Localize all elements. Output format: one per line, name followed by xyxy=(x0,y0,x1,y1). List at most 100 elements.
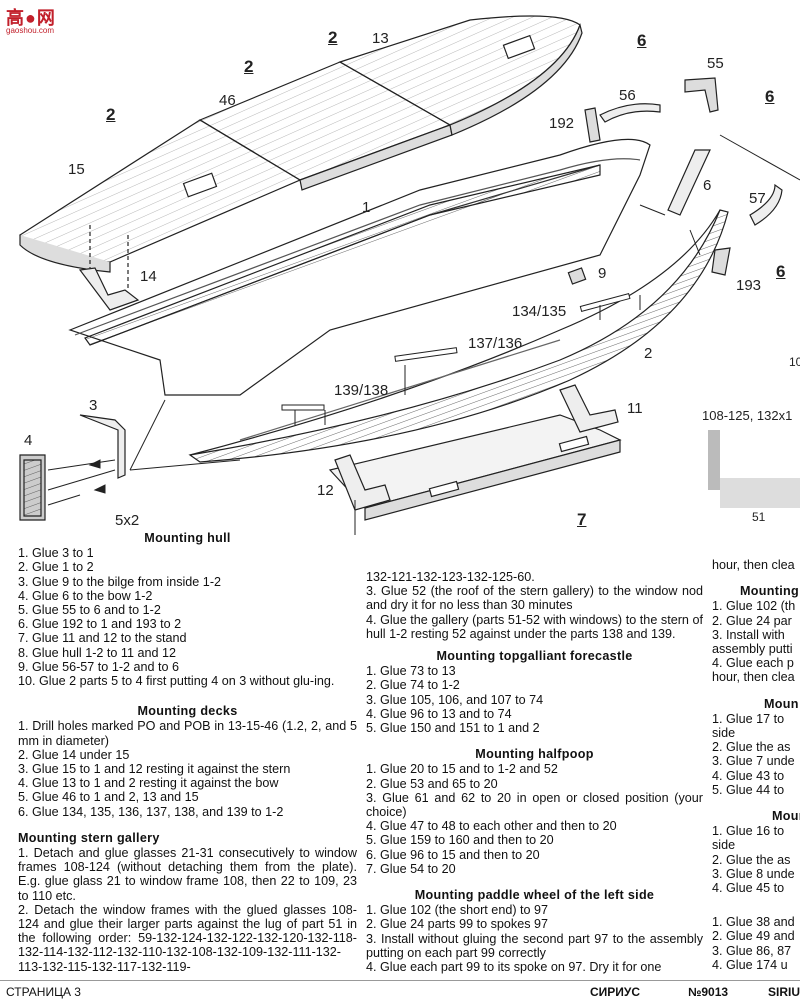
step: 5. Glue 55 to 6 and to 1-2 xyxy=(18,603,161,618)
step: 1. Glue 102 (the short end) to 97 xyxy=(366,903,549,918)
step: 6. Glue 192 to 1 and 193 to 2 xyxy=(18,617,182,632)
section-title-halfpoop: Mounting halfpoop xyxy=(475,747,594,762)
step: 2. Glue 53 and 65 to 20 xyxy=(366,776,498,791)
line: hour, then clea xyxy=(712,670,795,685)
line: 5. Glue 44 to xyxy=(712,782,785,797)
instructions-column-1: Mounting hull 1. Glue 3 to 1 2. Glue 1 t… xyxy=(18,531,357,974)
instructions-column-3: hour, then clea Mounting 1. Glue 102 (th… xyxy=(712,558,800,972)
label-part-12: 12 xyxy=(317,482,334,499)
label-part-193: 193 xyxy=(736,277,762,294)
step: 9. Glue 56-57 to 1-2 and to 6 xyxy=(18,659,180,674)
step: 6. Glue 96 to 15 and then to 20 xyxy=(366,847,540,862)
label-part-139-138: 139/138 xyxy=(334,382,389,399)
support-11 xyxy=(559,384,619,433)
model-name: SIRIU xyxy=(768,985,800,999)
label-part-7: 7 xyxy=(577,510,587,529)
line: hour, then clea xyxy=(712,558,795,572)
line: 3. Glue 7 unde xyxy=(712,754,795,769)
line: 3. Glue 8 unde xyxy=(712,866,795,881)
part-192 xyxy=(584,107,601,143)
label-part-11: 11 xyxy=(627,400,643,417)
section-title-topgalliant: Mounting topgalliant forecastle xyxy=(436,649,633,664)
step: 4. Glue 6 to the bow 1-2 xyxy=(18,588,153,603)
stern-steps-continued: 132-121-132-123-132-125-60. 3. Glue 52 (… xyxy=(366,570,703,641)
section-title-cropped: Moun xyxy=(764,696,799,711)
step: 3. Glue 61 and 62 to 20 in open or close… xyxy=(366,790,703,820)
line: 2. Glue 24 par xyxy=(712,613,792,628)
step: 5. Glue 159 to 160 and then to 20 xyxy=(366,833,554,848)
step: 2. Glue 1 to 2 xyxy=(18,560,94,575)
decks-steps: 1. Drill holes marked PO and POB in 13-1… xyxy=(18,719,357,818)
watermark-url: gaoshou.com xyxy=(6,26,55,35)
step: 7. Glue 54 to 20 xyxy=(366,861,456,876)
section-title-cropped: Mounting xyxy=(740,584,800,599)
line: 2. Glue the as xyxy=(712,852,791,867)
line: assembly putti xyxy=(712,642,793,657)
paddle-steps: 1. Glue 102 (the short end) to 97 2. Glu… xyxy=(366,903,703,974)
step: 10. Glue 2 parts 5 to 4 first putting 4 … xyxy=(18,674,335,689)
label-part-134-135: 134/135 xyxy=(512,303,567,320)
part-55 xyxy=(684,77,719,113)
step: 2. Glue 74 to 1-2 xyxy=(366,678,460,693)
part-4 xyxy=(19,454,46,521)
step: 3. Install without gluing the second par… xyxy=(366,931,703,960)
topgalliant-steps: 1. Glue 73 to 13 2. Glue 74 to 1-2 3. Gl… xyxy=(366,664,703,735)
label-part-55: 55 xyxy=(707,55,724,72)
section-title-hull: Mounting hull xyxy=(144,531,231,545)
step: 4. Glue 13 to 1 and 2 resting it against… xyxy=(18,776,279,791)
step: 1. Glue 73 to 13 xyxy=(366,664,456,679)
line: 1. Glue 38 and xyxy=(712,915,795,930)
label-part-2: 2 xyxy=(244,57,254,76)
label-part-14: 14 xyxy=(140,268,157,285)
part-193 xyxy=(711,247,731,276)
brand-name: СИРИУС xyxy=(590,985,641,999)
label-part-5x2: 5x2 xyxy=(115,512,140,529)
step: 7. Glue 11 and 12 to the stand xyxy=(18,631,187,646)
step: 4. Glue each part 99 to its spoke on 97.… xyxy=(366,960,662,975)
step: 8. Glue hull 1-2 to 11 and 12 xyxy=(18,645,176,660)
hull-part-1 xyxy=(68,138,651,396)
instructions-column-2: 132-121-132-123-132-125-60. 3. Glue 52 (… xyxy=(366,570,703,974)
step: 2. Detach the window frames with the glu… xyxy=(18,902,357,974)
label-part-137-136: 137/136 xyxy=(468,335,523,352)
part-14 xyxy=(78,225,140,311)
step: 5. Glue 46 to 1 and 2, 13 and 15 xyxy=(18,790,199,805)
label-part-15: 15 xyxy=(68,161,85,178)
step: 6. Glue 134, 135, 136, 137, 138, and 139… xyxy=(18,804,284,819)
section-title-paddle-wheel: Mounting paddle wheel of the left side xyxy=(414,888,655,903)
line: 3. Install with xyxy=(712,627,785,642)
hull-part-2 xyxy=(188,209,729,463)
stern-gallery-sketch xyxy=(708,430,800,508)
step: 1. Glue 3 to 1 xyxy=(18,546,94,561)
step: 4. Glue 47 to 48 to each other and then … xyxy=(366,819,617,834)
line: side xyxy=(712,838,736,853)
label-part-56: 56 xyxy=(619,87,636,104)
hull-steps: 1. Glue 3 to 1 2. Glue 1 to 2 3. Glue 9 … xyxy=(18,546,357,688)
step: 3. Glue 52 (the roof of the stern galler… xyxy=(366,584,703,613)
label-part-57: 57 xyxy=(749,190,766,207)
label-part-2: 2 xyxy=(328,28,338,47)
line: 1. Glue 102 (th xyxy=(712,599,796,614)
deck-13 xyxy=(338,15,583,136)
kit-number: №9013 xyxy=(688,985,729,999)
page-footer: СТРАНИЦА 3 СИРИУС №9013 SIRIU xyxy=(0,980,800,1003)
halfpoop-steps: 1. Glue 20 to 15 and to 1-2 and 52 2. Gl… xyxy=(366,762,703,876)
label-part-51: 51 xyxy=(752,510,766,524)
label-part-46: 46 xyxy=(219,92,236,109)
part-3 xyxy=(79,414,126,479)
step: 2. Glue 24 parts 99 to spokes 97 xyxy=(366,917,549,932)
assembly-drawing xyxy=(19,15,800,535)
section-title-decks: Mounting decks xyxy=(137,704,238,719)
line: 4. Glue 43 to xyxy=(712,768,785,783)
watermark-text: 高●网 xyxy=(6,8,56,28)
label-part-4: 4 xyxy=(24,432,33,449)
step: 2. Glue 14 under 15 xyxy=(18,747,130,762)
step: 132-121-132-123-132-125-60. xyxy=(366,570,535,584)
page-number: СТРАНИЦА 3 xyxy=(6,985,81,999)
line: 4. Glue each p xyxy=(712,656,794,671)
stem-6 xyxy=(599,103,783,226)
line: 4. Glue 45 to xyxy=(712,881,785,896)
section-title-stern-gallery: Mounting stern gallery xyxy=(18,830,160,845)
label-part-2: 2 xyxy=(644,345,653,362)
label-part-192: 192 xyxy=(549,115,575,132)
